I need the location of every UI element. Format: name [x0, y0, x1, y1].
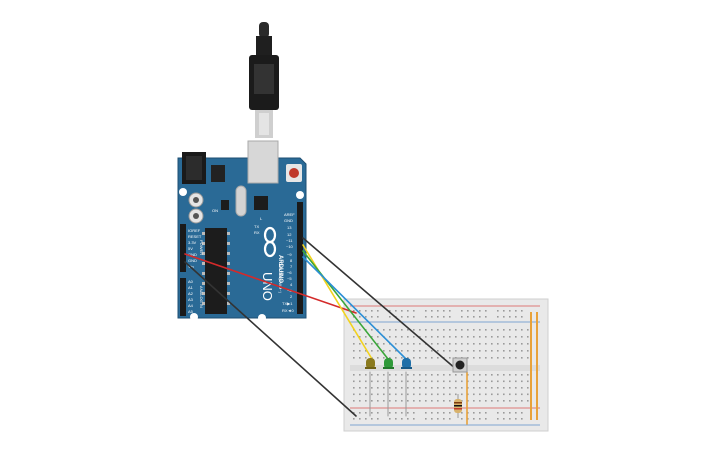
svg-text:RESET: RESET — [188, 234, 202, 239]
svg-text:13: 13 — [287, 225, 292, 230]
svg-text:GND: GND — [188, 258, 197, 263]
pushbutton[interactable] — [452, 357, 468, 373]
atmega-chip — [205, 228, 227, 314]
blue-led[interactable] — [401, 358, 412, 369]
wire-black-gnd-top[interactable] — [302, 237, 457, 370]
svg-text:AREF: AREF — [284, 212, 295, 217]
olive-led[interactable] — [365, 358, 376, 369]
svg-text:~6: ~6 — [287, 270, 292, 275]
usb-socket — [247, 140, 279, 184]
svg-text:A1: A1 — [188, 285, 194, 290]
svg-text:A5: A5 — [188, 309, 194, 314]
svg-text:RX◄0: RX◄0 — [282, 308, 295, 313]
svg-text:~11: ~11 — [286, 238, 293, 243]
svg-text:~10: ~10 — [286, 244, 294, 249]
rx-led-label: RX — [254, 230, 260, 235]
wire-red-5v[interactable] — [184, 253, 357, 314]
svg-text:~5: ~5 — [287, 276, 292, 281]
svg-text:A0: A0 — [188, 279, 194, 284]
wire-black-gnd-bottom[interactable] — [184, 261, 357, 417]
l-led-label: L — [260, 216, 263, 221]
power-header — [180, 224, 186, 272]
svg-text:GND: GND — [188, 252, 197, 257]
wire-green[interactable] — [302, 250, 389, 360]
green-led[interactable] — [383, 358, 394, 369]
usb-cable — [249, 22, 279, 138]
on-led-label: ON — [212, 208, 218, 213]
digital-label: DIGITAL (PWM~) — [278, 262, 283, 294]
svg-text:4: 4 — [290, 282, 293, 287]
svg-text:12: 12 — [287, 232, 292, 237]
analog-header — [180, 278, 186, 316]
analog-pin-labels: A0 A1 A2 A3 A4 A5 — [188, 279, 194, 314]
wire-yellow[interactable] — [302, 244, 373, 360]
arduino-uno-board[interactable]: ARDUINO UNO ON L TX RX AREF GND 13 12 ~1… — [177, 140, 307, 322]
svg-text:A3: A3 — [188, 297, 194, 302]
svg-text:7: 7 — [290, 264, 293, 269]
svg-text:3.3V: 3.3V — [188, 240, 197, 245]
breadboard-holes — [353, 310, 529, 420]
wire-blue[interactable] — [302, 256, 407, 360]
resistor[interactable] — [454, 394, 462, 418]
brand-label: ARDUINO — [277, 255, 283, 283]
svg-text:GND: GND — [284, 218, 293, 223]
tx-led-label: TX — [254, 224, 259, 229]
arduino-logo — [263, 226, 277, 258]
wires — [184, 237, 468, 425]
svg-text:~9: ~9 — [287, 252, 292, 257]
svg-text:TX▶1: TX▶1 — [282, 301, 293, 306]
power-label: POWER — [199, 240, 204, 255]
reset-button[interactable] — [286, 164, 302, 182]
svg-text:5V: 5V — [188, 246, 193, 251]
analog-label: ANALOG IN — [199, 286, 204, 308]
svg-text:A4: A4 — [188, 303, 194, 308]
svg-text:2: 2 — [290, 294, 293, 299]
svg-text:IOREF: IOREF — [188, 228, 201, 233]
breadboard[interactable] — [343, 298, 549, 432]
svg-text:A2: A2 — [188, 291, 194, 296]
digital-header — [297, 202, 303, 314]
svg-text:8: 8 — [290, 258, 293, 263]
model-label: UNO — [260, 272, 275, 301]
